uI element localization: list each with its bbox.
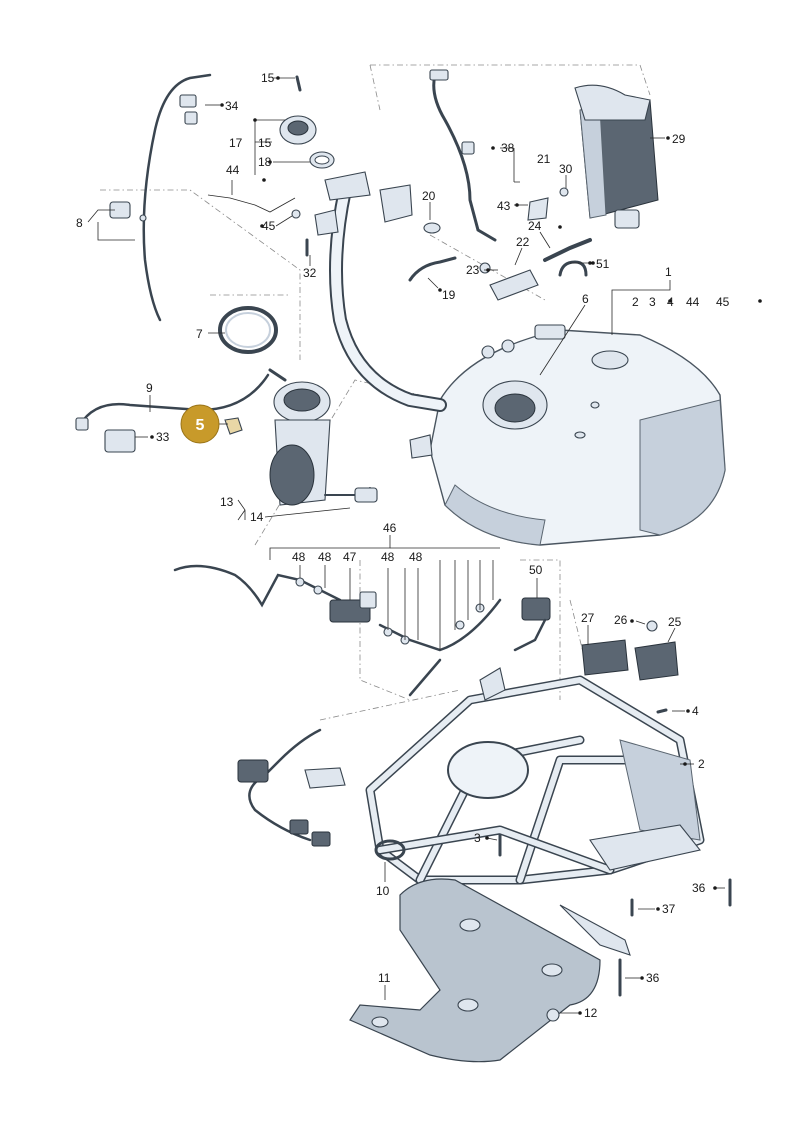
label-47: 47 (343, 550, 357, 564)
callout-badge-5-label: 5 (196, 417, 205, 434)
clamp-10[interactable] (374, 839, 406, 861)
label-22: 22 (516, 235, 530, 249)
vent-valves[interactable] (408, 197, 592, 301)
wiring-harness-lower[interactable] (237, 728, 331, 847)
bolts[interactable] (291, 75, 732, 997)
label-48a: 48 (292, 550, 306, 564)
label-26: 26 (614, 613, 628, 627)
label-44b: 44 (686, 295, 700, 309)
label-50: 50 (529, 563, 543, 577)
label-23: 23 (466, 263, 480, 277)
label-43: 43 (497, 199, 511, 213)
underbody-shield[interactable] (349, 878, 601, 1063)
label-12: 12 (584, 1006, 598, 1020)
label-20: 20 (422, 189, 436, 203)
label-27: 27 (581, 611, 595, 625)
label-36a: 36 (692, 881, 706, 895)
label-46: 46 (383, 521, 397, 535)
vent-hose-top[interactable] (429, 69, 497, 242)
label-11: 11 (378, 971, 391, 985)
label-13: 13 (220, 495, 234, 509)
label-2-top: 2 (632, 295, 639, 309)
leader-lines (87, 77, 725, 1014)
label-17: 17 (229, 136, 243, 150)
label-34: 34 (225, 99, 239, 113)
label-45a: 45 (262, 219, 276, 233)
label-45b: 45 (716, 295, 730, 309)
part-labels: 15 34 17 15 18 44 45 32 8 7 9 33 13 14 3… (76, 71, 730, 1020)
label-15b: 15 (258, 136, 272, 150)
label-4-top: 4 (667, 295, 674, 309)
label-48d: 48 (409, 550, 423, 564)
label-37: 37 (662, 902, 676, 916)
label-29: 29 (672, 132, 686, 146)
locking-ring[interactable] (218, 306, 278, 354)
highlighted-part-5[interactable] (224, 417, 243, 435)
label-36b: 36 (646, 971, 660, 985)
label-15a: 15 (261, 71, 275, 85)
fuel-tank[interactable] (409, 324, 726, 546)
label-4-bottom: 4 (692, 704, 699, 718)
leader-dots (150, 76, 762, 1015)
label-38: 38 (501, 141, 515, 155)
label-8: 8 (76, 216, 83, 230)
control-modules[interactable] (581, 620, 679, 681)
label-3-bottom: 3 (474, 831, 481, 845)
label-51: 51 (596, 257, 610, 271)
label-7: 7 (196, 327, 203, 341)
label-25: 25 (668, 615, 682, 629)
filler-neck[interactable] (279, 115, 447, 412)
callout-badge-5[interactable]: 5 (180, 404, 220, 444)
wiring-harness-46[interactable] (173, 564, 502, 697)
label-1: 1 (665, 265, 672, 279)
fuel-pump-unit[interactable] (268, 368, 378, 506)
sensor-50[interactable] (513, 597, 551, 652)
label-9: 9 (146, 381, 153, 395)
label-48b: 48 (318, 550, 332, 564)
label-21: 21 (537, 152, 551, 166)
tank-cradle[interactable] (304, 667, 705, 956)
label-30: 30 (559, 162, 573, 176)
label-19: 19 (442, 288, 456, 302)
label-48c: 48 (381, 550, 395, 564)
charcoal-canister[interactable] (559, 84, 659, 229)
label-10: 10 (376, 884, 390, 898)
label-14: 14 (250, 510, 264, 524)
label-3-top: 3 (649, 295, 656, 309)
wiring-harness-9[interactable] (75, 373, 270, 453)
label-2-bottom: 2 (698, 757, 705, 771)
label-33: 33 (156, 430, 170, 444)
label-6: 6 (582, 292, 589, 306)
label-18: 18 (258, 155, 272, 169)
vent-line-left[interactable] (109, 73, 212, 322)
label-44a: 44 (226, 163, 240, 177)
label-32: 32 (303, 266, 317, 280)
label-24: 24 (528, 219, 542, 233)
